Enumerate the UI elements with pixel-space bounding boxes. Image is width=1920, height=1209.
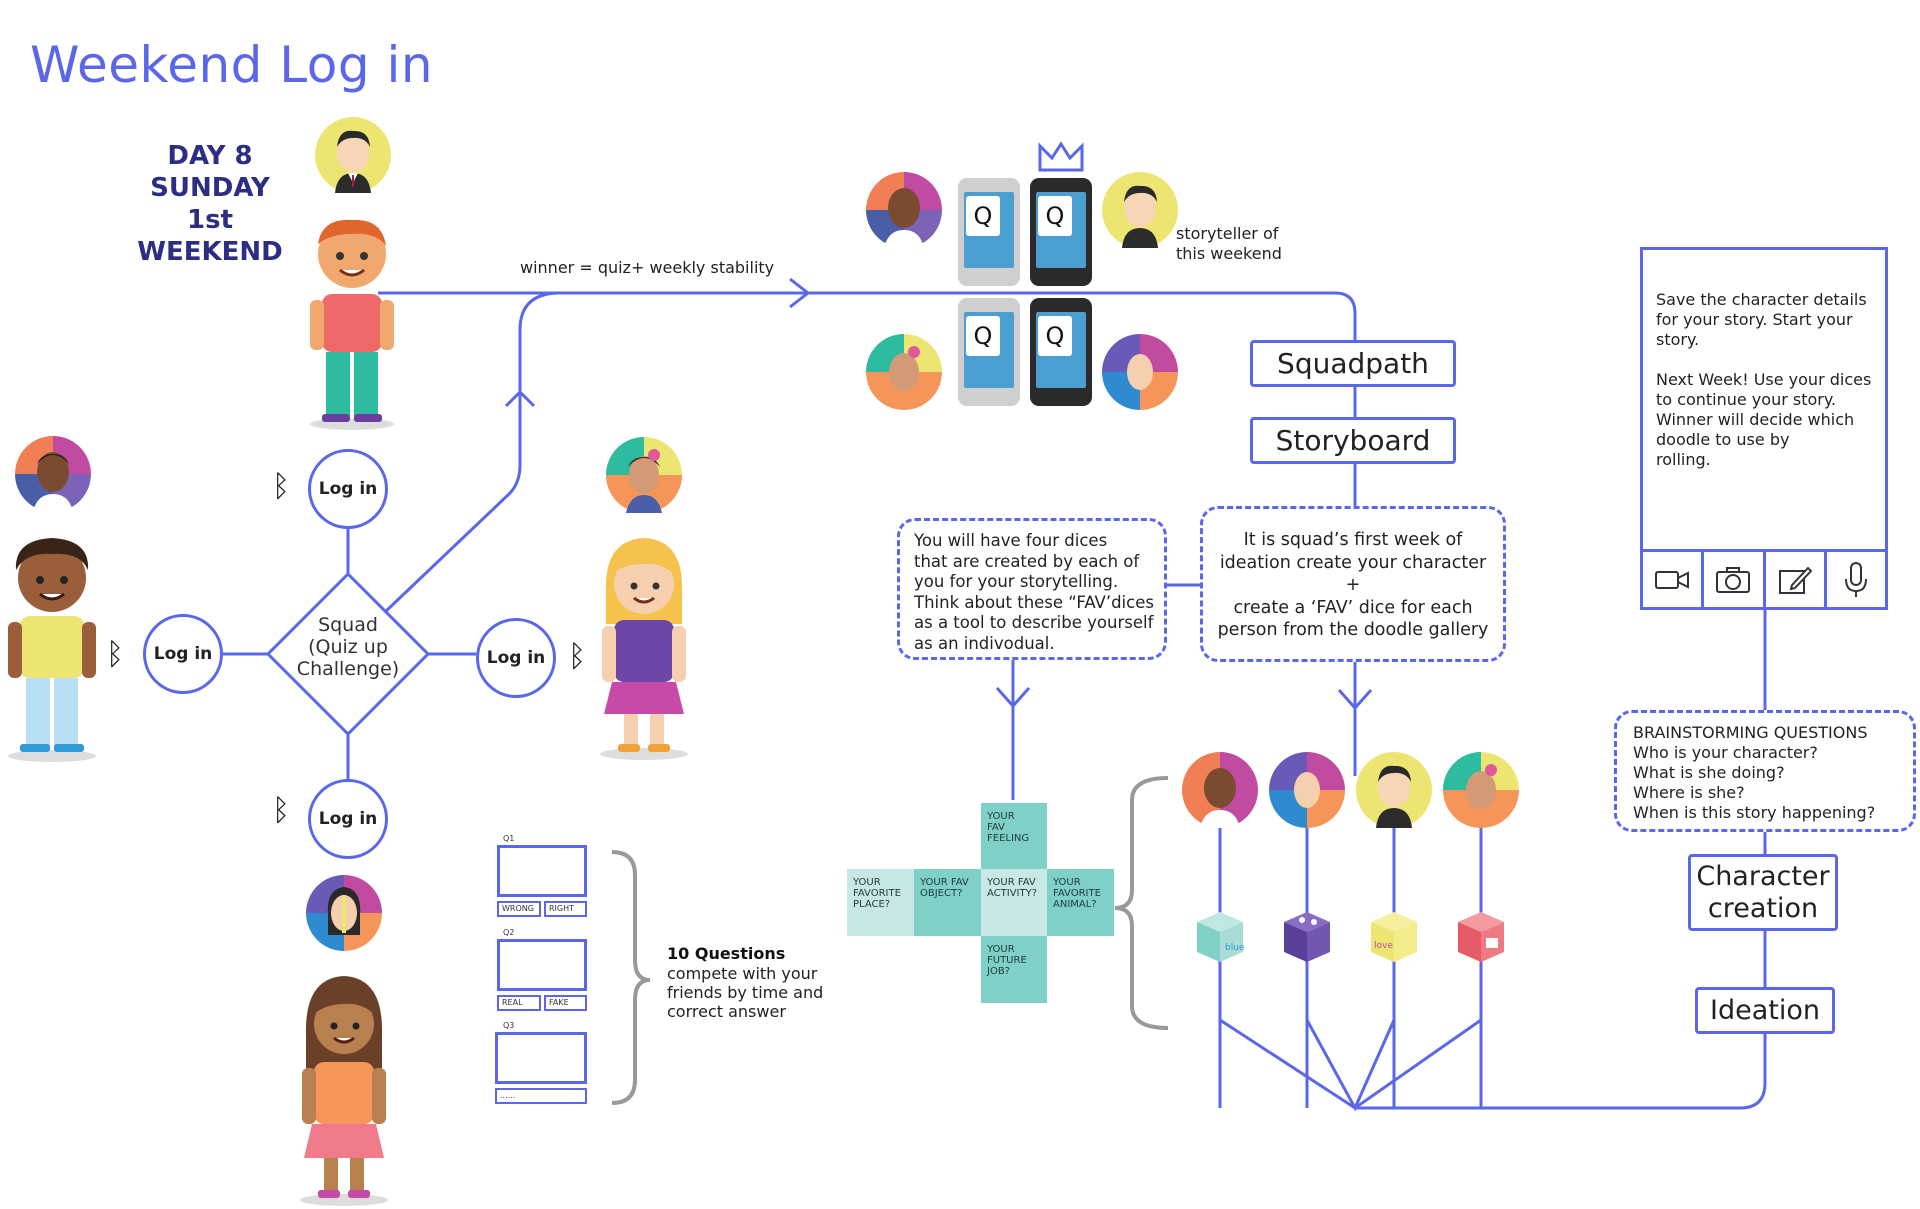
up-arrow <box>504 389 536 408</box>
player-avatar-bottom <box>306 875 382 951</box>
squadpath-box[interactable]: Squadpath <box>1250 340 1456 387</box>
microphone-icon[interactable] <box>1827 552 1885 607</box>
squad-avatar <box>866 334 942 410</box>
dice-note: You will have four dices that are create… <box>897 518 1167 660</box>
brainstorm-questions: BRAINSTORMING QUESTIONS Who is your char… <box>1614 710 1916 832</box>
day-label: DAY 8 SUNDAY 1st WEEKEND <box>130 140 290 268</box>
player-avatar-left <box>15 436 91 512</box>
curly-boy-character <box>8 538 96 762</box>
character-creation-box[interactable]: Character creation <box>1688 854 1838 931</box>
dice-word-blue: blue <box>1225 943 1245 953</box>
phone-icon: Q <box>1030 178 1092 286</box>
dice-owner-avatar <box>1182 752 1258 828</box>
squad-avatar <box>866 172 942 248</box>
media-toolbar <box>1643 549 1885 607</box>
cross-object: YOUR FAV OBJECT? <box>914 869 981 936</box>
winner-line <box>378 291 1357 340</box>
cross-bracket <box>1114 776 1169 1030</box>
video-icon[interactable] <box>1643 552 1705 607</box>
login-button-left[interactable]: Log in <box>143 614 223 694</box>
day-name: SUNDAY 1st <box>150 173 270 235</box>
camera-icon[interactable] <box>1704 552 1766 607</box>
quiz-question-3 <box>495 1032 587 1084</box>
quiz-question-2 <box>497 939 587 991</box>
teal-dice-icon: blue <box>1197 912 1245 962</box>
cross-animal: YOUR FAVORITE ANIMAL? <box>1047 869 1114 936</box>
bluetooth-icon: ᛒ <box>106 637 124 672</box>
cross-job: YOUR FUTURE JOB? <box>981 936 1047 1003</box>
login-button-bottom[interactable]: Log in <box>308 779 388 859</box>
quiz-q-icon: Q <box>966 196 1000 236</box>
blonde-girl-character <box>600 538 688 760</box>
quiz-q2-label: Q2 <box>503 928 515 937</box>
ideation-note: It is squad’s first week of ideation cre… <box>1200 506 1506 662</box>
cross-feeling: YOUR FAV FEELING <box>981 803 1047 869</box>
ideation-box[interactable]: Ideation <box>1695 987 1835 1034</box>
brunette-girl-character <box>300 976 388 1206</box>
day-number: DAY 8 <box>167 141 253 171</box>
bluetooth-icon: ᛒ <box>568 639 586 674</box>
login-button-right[interactable]: Log in <box>476 618 556 698</box>
squad-challenge-label: Squad (Quiz up Challenge) <box>296 614 400 680</box>
phone-icon: Q <box>958 178 1020 286</box>
purple-dice-icon <box>1284 912 1330 962</box>
edit-icon[interactable] <box>1766 552 1827 607</box>
player-avatar-right <box>606 437 682 513</box>
squad-avatar <box>1102 334 1178 410</box>
quiz-q-icon: Q <box>966 316 1000 356</box>
quiz-fake-button[interactable]: FAKE <box>544 995 587 1011</box>
day-period: WEEKEND <box>137 237 283 267</box>
quiz-q-icon: Q <box>1038 316 1072 356</box>
winner-label: winner = quiz+ weekly stability <box>520 258 775 277</box>
storyteller-avatar <box>315 117 391 193</box>
dice-owner-avatar <box>1269 752 1345 828</box>
winner-arrow <box>789 277 811 309</box>
quiz-wrong-button[interactable]: WRONG <box>497 901 541 917</box>
dice-owner-avatar <box>1443 752 1519 828</box>
dice-owner-avatar <box>1356 752 1432 828</box>
story-notes-panel: Save the character details for your stor… <box>1640 247 1888 610</box>
bluetooth-icon: ᛒ <box>272 469 290 504</box>
storyboard-box[interactable]: Storyboard <box>1250 417 1456 464</box>
storyteller-label: storyteller of this weekend <box>1176 224 1282 263</box>
red-dice-icon <box>1458 912 1504 962</box>
crown-icon <box>1038 141 1084 172</box>
squad-avatar <box>1102 172 1178 248</box>
cross-activity: YOUR FAV ACTIVITY? <box>981 869 1047 936</box>
story-notes-text: Save the character details for your stor… <box>1656 290 1872 469</box>
cross-place: YOUR FAVORITE PLACE? <box>847 869 914 936</box>
quiz-q3-label: Q3 <box>503 1021 515 1030</box>
quiz-right-button[interactable]: RIGHT <box>544 901 587 917</box>
questions-description: compete with your friends by time and co… <box>667 964 824 1021</box>
yellow-dice-icon: love <box>1371 912 1417 962</box>
phone-icon: Q <box>1030 298 1092 406</box>
boy-character <box>310 219 394 430</box>
squad-to-winner-line <box>383 291 561 614</box>
quiz-real-button[interactable]: REAL <box>497 995 541 1011</box>
quiz-question-1 <box>497 845 587 897</box>
bluetooth-icon: ᛒ <box>272 793 290 828</box>
quiz-bracket <box>611 850 651 1105</box>
quiz-q1-label: Q1 <box>503 834 515 843</box>
questions-title: 10 Questions <box>667 944 786 963</box>
quiz-q-icon: Q <box>1038 196 1072 236</box>
dice-word-love: love <box>1374 941 1393 951</box>
quiz-answer-field[interactable]: ...... <box>495 1088 587 1104</box>
phone-icon: Q <box>958 298 1020 406</box>
page-title: Weekend Log in <box>30 36 434 94</box>
login-button-top[interactable]: Log in <box>308 449 388 529</box>
